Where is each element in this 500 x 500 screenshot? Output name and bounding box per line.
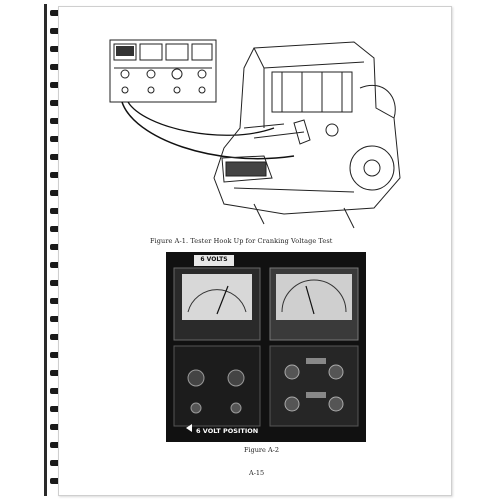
figure-a1-caption: Figure A-1. Tester Hook Up for Cranking … (150, 237, 333, 245)
tester-photo-drawing (166, 252, 366, 442)
page-number: A-15 (249, 469, 265, 477)
figure-a2-caption: Figure A-2 (244, 446, 279, 454)
engine-drawing (213, 41, 401, 229)
figure-a2-photo: 6 VOLTS 6 VOLT POSITION (166, 252, 366, 442)
photo-bottom-label: 6 VOLT POSITION (196, 427, 259, 435)
figure-a1-illustration (109, 39, 401, 229)
tester-panel (109, 39, 217, 103)
photo-banner-label: 6 VOLTS (200, 256, 228, 263)
